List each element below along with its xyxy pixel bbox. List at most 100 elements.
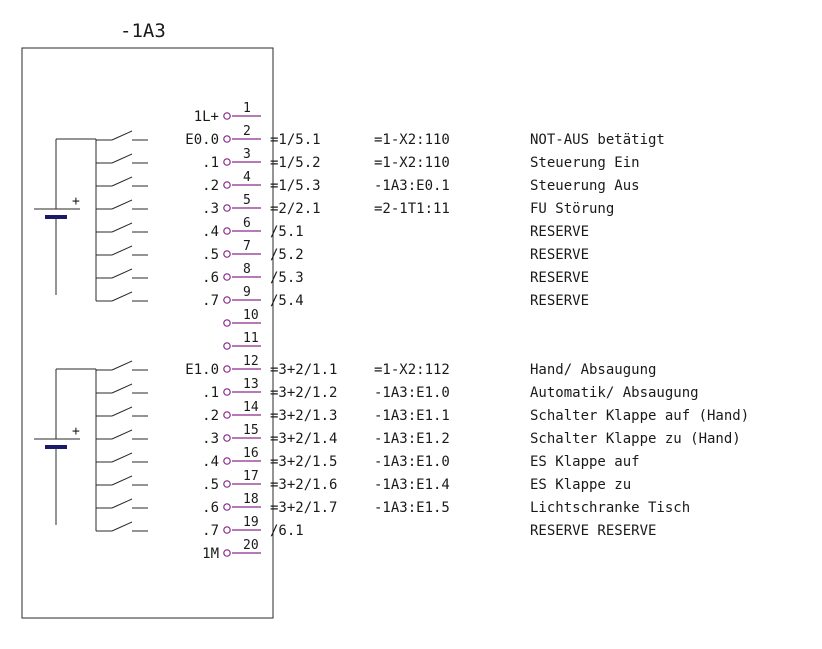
signal-description: Schalter Klappe auf (Hand) [530, 408, 749, 424]
terminal-circle-icon [223, 135, 231, 143]
terminal-circle-icon [223, 319, 231, 327]
signal-description: ES Klappe auf [530, 454, 640, 470]
switch-contact-icon [96, 176, 148, 187]
pin-number: 12 [243, 354, 259, 369]
terminal-circle-icon [223, 503, 231, 511]
signal-description: RESERVE [530, 224, 589, 240]
terminal-circle-icon [223, 250, 231, 258]
signal-name: 1L+ [194, 109, 219, 125]
terminal-row: 11 [223, 331, 261, 350]
signal-name: .7 [202, 293, 219, 309]
connection-target: -1A3:E1.2 [374, 431, 450, 447]
switch-contact-icon [96, 130, 148, 141]
polarity-label: + [72, 194, 80, 209]
connection-target: =1-X2:110 [374, 132, 450, 148]
signal-name: .4 [202, 224, 219, 240]
pin-number: 19 [243, 515, 259, 530]
terminal-row: 19 .7/6.1 RESERVE RESERVE [202, 515, 656, 539]
terminal-circle-icon [223, 526, 231, 534]
terminal-row: 1 1L+ [194, 101, 261, 125]
terminal-rows: 1 1L+ 2E0.0 =1/5.1 =1-X2:110 NOT-AUS betätigt… [185, 101, 749, 562]
cross-reference: =3+2/1.6 [270, 477, 337, 493]
battery-icon: + [34, 138, 96, 295]
signal-name: .3 [202, 431, 219, 447]
cross-reference: =1/5.3 [270, 178, 321, 194]
terminal-circle-icon [223, 112, 231, 120]
terminal-circle-icon [223, 181, 231, 189]
cross-reference: /5.1 [270, 224, 304, 240]
signal-name: .2 [202, 178, 219, 194]
terminal-row: 2E0.0 =1/5.1 =1-X2:110 NOT-AUS betätigt [185, 124, 665, 148]
pin-number: 13 [243, 377, 259, 392]
signal-name: .5 [202, 477, 219, 493]
switch-contact-icon [96, 452, 148, 463]
connection-target: =2-1T1:11 [374, 201, 450, 217]
terminal-circle-icon [223, 365, 231, 373]
pin-number: 3 [243, 147, 251, 162]
switch-groups: ++ [34, 130, 148, 532]
signal-name: .7 [202, 523, 219, 539]
signal-description: Lichtschranke Tisch [530, 500, 690, 516]
switch-contact-icon [96, 245, 148, 256]
connection-target: -1A3:E1.4 [374, 477, 450, 493]
input-switch-group: + [34, 130, 148, 302]
terminal-circle-icon [223, 204, 231, 212]
cross-reference: =3+2/1.2 [270, 385, 337, 401]
pin-number: 7 [243, 239, 251, 254]
cross-reference: =2/2.1 [270, 201, 321, 217]
signal-description: ES Klappe zu [530, 477, 631, 493]
terminal-circle-icon [223, 434, 231, 442]
pin-number: 6 [243, 216, 251, 231]
switch-contact-icon [96, 475, 148, 486]
terminal-circle-icon [223, 227, 231, 235]
signal-name: .5 [202, 247, 219, 263]
terminal-row: 17 .5 =3+2/1.6 -1A3:E1.4 ES Klappe zu [202, 469, 631, 493]
pin-number: 2 [243, 124, 251, 139]
pin-number: 1 [243, 101, 251, 116]
terminal-circle-icon [223, 411, 231, 419]
pin-number: 11 [243, 331, 259, 346]
signal-name: 1M [202, 546, 219, 562]
signal-name: E0.0 [185, 132, 219, 148]
signal-description: RESERVE RESERVE [530, 523, 656, 539]
switch-contact-icon [96, 429, 148, 440]
pin-number: 16 [243, 446, 259, 461]
input-switch-group: + [34, 360, 148, 532]
connection-target: -1A3:E1.0 [374, 454, 450, 470]
signal-name: .2 [202, 408, 219, 424]
connection-target: -1A3:E1.0 [374, 385, 450, 401]
cross-reference: =1/5.1 [270, 132, 321, 148]
pin-number: 14 [243, 400, 259, 415]
pin-number: 18 [243, 492, 259, 507]
cross-reference: /5.4 [270, 293, 304, 309]
pin-number: 4 [243, 170, 251, 185]
terminal-circle-icon [223, 388, 231, 396]
cross-reference: /6.1 [270, 523, 304, 539]
signal-name: .4 [202, 454, 219, 470]
battery-icon: + [34, 368, 96, 525]
cross-reference: /5.2 [270, 247, 304, 263]
switch-contact-icon [96, 521, 148, 532]
pin-number: 5 [243, 193, 251, 208]
connection-target: =1-X2:110 [374, 155, 450, 171]
signal-description: NOT-AUS betätigt [530, 132, 665, 148]
pin-number: 8 [243, 262, 251, 277]
signal-description: Hand/ Absaugung [530, 362, 656, 378]
connection-target: =1-X2:112 [374, 362, 450, 378]
module-title: -1A3 [120, 20, 166, 42]
signal-name: .3 [202, 201, 219, 217]
signal-name: E1.0 [185, 362, 219, 378]
connection-target: -1A3:E1.1 [374, 408, 450, 424]
switch-contact-icon [96, 153, 148, 164]
signal-name: .1 [202, 155, 219, 171]
signal-description: Steuerung Aus [530, 178, 640, 194]
terminal-circle-icon [223, 158, 231, 166]
pin-number: 17 [243, 469, 259, 484]
